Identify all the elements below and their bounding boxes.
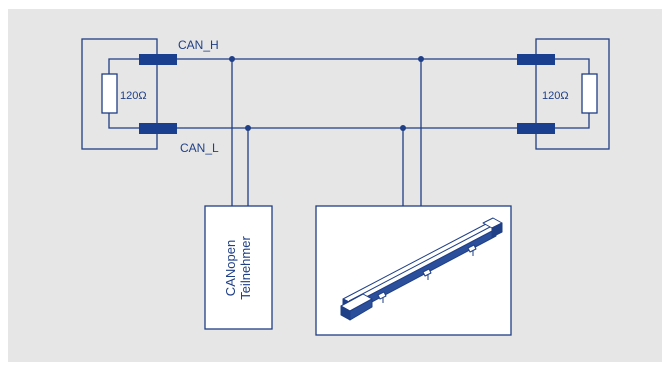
connector-right-can-h [517, 54, 555, 65]
terminator-box-left [81, 38, 158, 150]
can-l-label: CAN_L [180, 141, 219, 155]
canopen-node-label-line1: CANopen [223, 240, 238, 296]
connector-left-can-l [139, 123, 177, 134]
resistor-right [581, 73, 598, 114]
resistor-right-value: 120Ω [542, 90, 569, 102]
resistor-left-value: 120Ω [120, 90, 147, 102]
terminator-box-right [535, 38, 610, 150]
linear-actuator-icon [340, 217, 503, 321]
connector-left-can-h [139, 54, 177, 65]
junction-dot [229, 56, 235, 62]
connector-right-can-l [517, 123, 555, 134]
resistor-left [101, 73, 118, 114]
canopen-node-box [204, 205, 273, 330]
can-h-label: CAN_H [178, 38, 219, 52]
canopen-node-label-line2: Teilnehmer [238, 236, 253, 300]
junction-dot [400, 125, 406, 131]
junction-dot [418, 56, 424, 62]
junction-dot [245, 125, 251, 131]
